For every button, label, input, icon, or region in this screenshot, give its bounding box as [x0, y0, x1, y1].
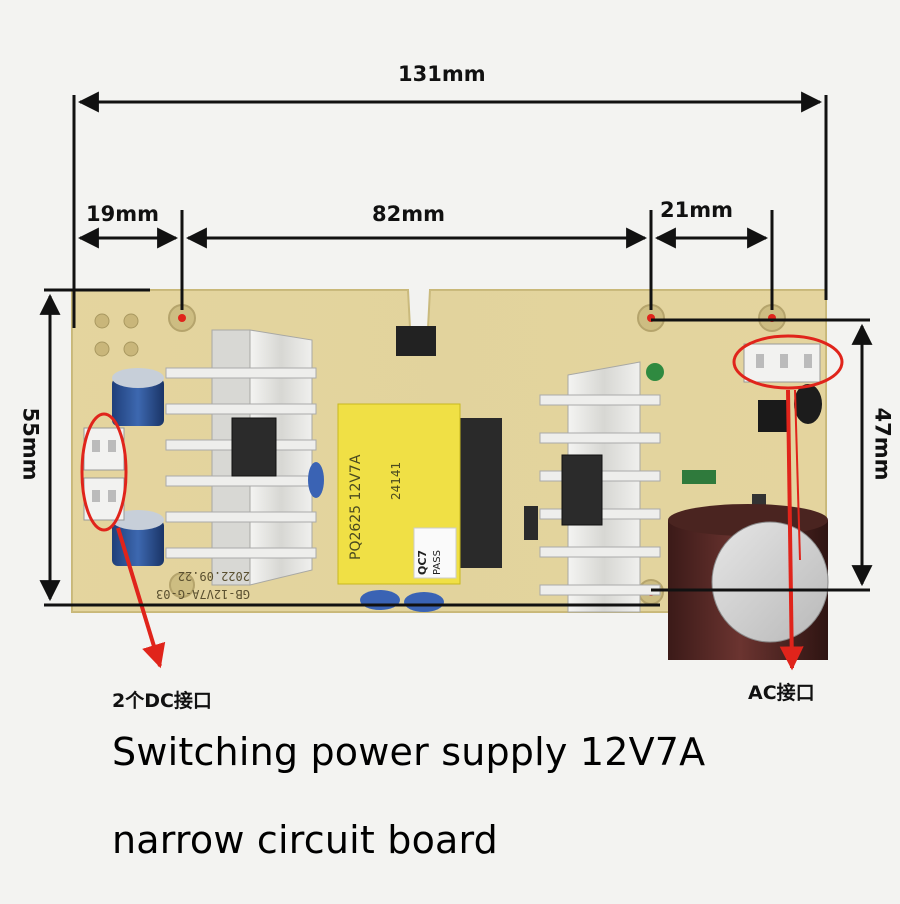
- transformer-number: 24141: [389, 462, 403, 500]
- dim-left-offset: 19mm: [86, 202, 159, 226]
- bulk-capacitor: [668, 504, 829, 660]
- board-silkscreen: GB-12V7A-G-03 2022.09.22: [156, 569, 250, 601]
- left-heatsink: [165, 329, 317, 586]
- small-components: [308, 326, 822, 612]
- caption-line-2: narrow circuit board: [112, 818, 499, 862]
- dim-board-height: 55mm: [18, 407, 43, 481]
- caption-line-1: Switching power supply 12V7A: [112, 730, 706, 774]
- dim-middle-span: 82mm: [372, 202, 445, 226]
- transformer-code: PQ2625 12V7A: [348, 454, 364, 560]
- ac-port-callout: AC接口: [748, 682, 815, 704]
- qc-sticker-line2: PASS: [432, 550, 443, 575]
- dim-total-width: 131mm: [398, 62, 486, 86]
- qc-sticker-line1: QC7: [416, 550, 429, 575]
- dimension-lines: [39, 91, 873, 607]
- board-date: 2022.09.22: [178, 569, 250, 583]
- dim-right-height: 47mm: [870, 407, 895, 481]
- dim-right-span: 21mm: [660, 198, 733, 222]
- ac-connector: [743, 343, 821, 383]
- right-heatsink: [539, 361, 661, 613]
- solder-pads: [94, 313, 139, 357]
- dc-port-callout: 2个DC接口: [112, 690, 212, 712]
- red-annotations: [80, 334, 844, 671]
- board-model: GB-12V7A-G-03: [156, 587, 250, 601]
- transformer: PQ2625 12V7A 24141 QC7 PASS: [337, 403, 502, 585]
- dc-connectors: [83, 427, 125, 521]
- left-capacitors: [112, 368, 164, 566]
